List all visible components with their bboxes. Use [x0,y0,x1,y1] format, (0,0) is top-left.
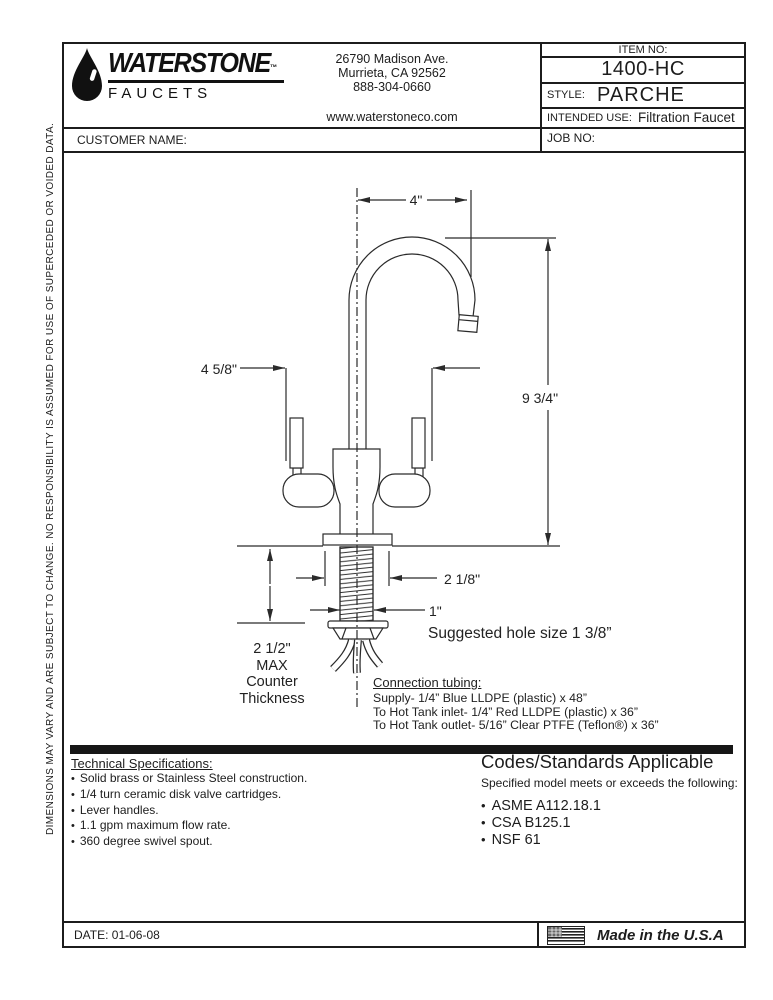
website-text: www.waterstoneco.com [326,110,458,124]
side-disclaimer-text: DIMENSIONS MAY VARY AND ARE SUBJECT TO C… [45,122,56,835]
footer-top-divider [62,921,746,923]
water-drop-icon [72,48,102,101]
dim-handle-spread-label: 4 5/8" [201,361,237,377]
connection-tubing-note: Connection tubing: Supply- 1/4” Blue LLD… [373,676,659,733]
counter-note-line: Counter [246,674,298,690]
item-no-value: 1400-HC [601,58,685,80]
dim-shank-label: 1" [429,603,442,619]
address-line: Murrieta, CA 92562 [338,65,446,80]
address-block: 26790 Madison Ave. Murrieta, CA 92562 88… [312,52,472,94]
faucet-outline [237,190,560,674]
tech-spec-item: 1.1 gpm maximum flow rate. [71,818,307,834]
supply-tubes [330,638,384,674]
tech-spec-item: 360 degree swivel spout. [71,834,307,850]
header-bottom-divider [62,151,746,153]
dim-height-label: 9 3/4" [522,390,558,406]
dimension-lines [240,188,551,710]
dim-spout-reach-label: 4" [410,192,423,208]
brand-subtitle: FAUCETS [108,84,213,102]
tech-spec-item: Solid brass or Stainless Steel construct… [71,771,307,787]
tech-spec-item: 1/4 turn ceramic disk valve cartridges. [71,787,307,803]
intended-use-divider [540,107,746,109]
hole-size-note: Suggested hole size 1 3/8” [428,625,612,642]
tech-specs-title: Technical Specifications: [71,756,213,771]
tubing-line: To Hot Tank outlet- 5/16” Clear PTFE (Te… [373,718,659,733]
connection-tubing-title: Connection tubing: [373,675,482,690]
job-no-label: JOB NO: [547,131,596,145]
aerator-tip [457,314,479,333]
trademark-symbol: ™ [269,63,278,72]
style-value: PARCHE [597,84,685,106]
address-line: 26790 Madison Ave. [335,52,449,66]
item-no-divider [540,56,746,58]
intended-use-label: INTENDED USE: [547,112,632,124]
customer-name-label: CUSTOMER NAME: [77,133,187,147]
date-label: DATE: 01-06-08 [74,928,160,942]
footer-vertical-divider [537,921,539,948]
tubing-line: To Hot Tank inlet- 1/4” Red LLDPE (plast… [373,704,638,719]
codes-subtitle: Specified model meets or exceeds the fol… [481,776,738,790]
dim-flange-width-label: 2 1/8" [444,571,480,587]
customer-row-divider [62,127,746,129]
tubing-line: Supply- 1/4” Blue LLDPE (plastic) x 48” [373,690,587,705]
codes-item: NSF 61 [481,832,601,849]
codes-item: ASME A112.18.1 [481,798,601,815]
counter-note-line: 2 1/2" [253,641,291,657]
brand-rule [108,80,284,83]
us-flag-icon [547,926,585,945]
faucet-technical-drawing: 4" 9 3/4" 4 5/8" 2 1/8" 1" Suggested hol… [201,188,612,710]
brand-name: WATERSTONE™ [108,47,278,78]
tech-spec-item: Lever handles. [71,803,307,819]
codes-title: Codes/Standards Applicable [481,751,714,772]
intended-use-value: Filtration Faucet [638,110,735,125]
made-in-usa-label: Made in the U.S.A [597,927,724,944]
item-no-label: ITEM NO: [618,44,668,56]
counter-note-line: MAX [256,657,288,674]
counter-thickness-note: 2 1/2" MAX Counter Thickness [230,641,314,707]
codes-list: ASME A112.18.1 CSA B125.1 NSF 61 [481,798,601,848]
brand-logo: WATERSTONE™ FAUCETS [70,47,296,107]
tech-specs-list: Solid brass or Stainless Steel construct… [71,771,307,850]
style-divider [540,82,746,84]
section-separator-bar [70,745,733,754]
address-line: 888-304-0660 [353,79,431,94]
brand-text: WATERSTONE™ FAUCETS [108,47,296,102]
counter-note-line: Thickness [239,690,305,707]
codes-item: CSA B125.1 [481,815,601,832]
style-label: STYLE: [547,89,585,101]
header-vertical-divider [540,42,542,152]
